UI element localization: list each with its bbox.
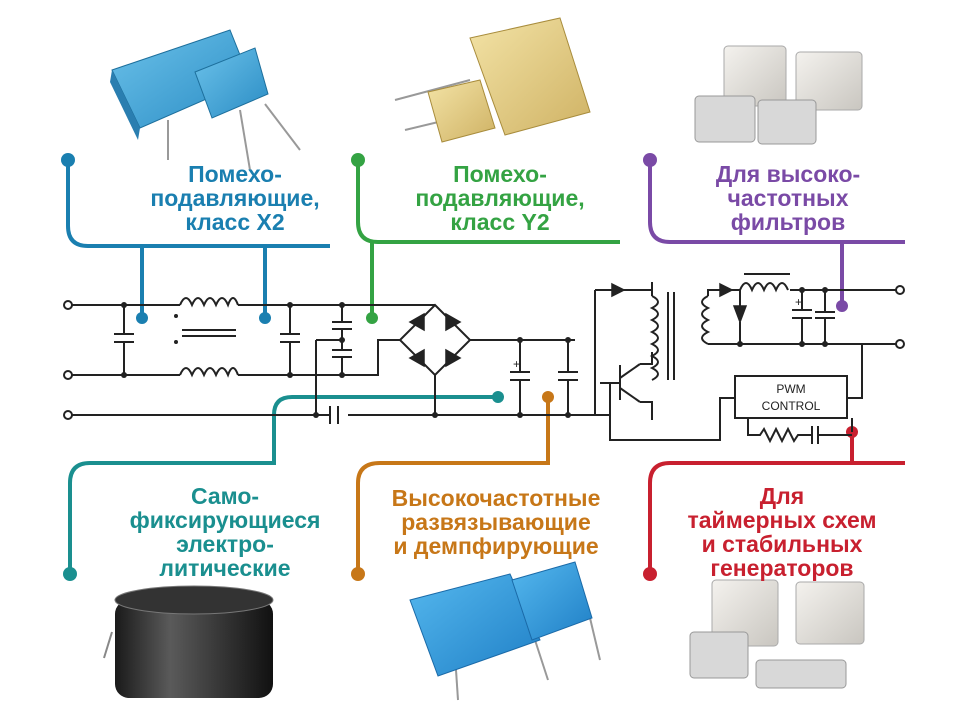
film-capacitor-decoupling-icon <box>409 561 601 701</box>
diodes <box>408 282 748 368</box>
ceramic-capacitor-timer-icon <box>689 579 865 689</box>
label-hf-filters: Для высоко- частотных фильтров <box>688 162 888 234</box>
timers-leader <box>648 432 905 574</box>
label-timers-line4: генераторов <box>710 555 854 581</box>
pwm-label-line1: PWM <box>776 382 805 396</box>
label-hf-filters-line1: Для высоко- <box>715 161 861 187</box>
label-electrolytic-line4: литические <box>159 555 291 581</box>
label-x2: Помехо- подавляющие, класс X2 <box>135 162 335 234</box>
label-decoupling-line3: и демпфирующие <box>393 533 599 559</box>
label-y2-line1: Помехо- <box>453 161 547 187</box>
label-decoupling-line2: развязывающие <box>401 509 591 535</box>
svg-text:+: + <box>795 295 802 309</box>
label-hf-filters-line3: фильтров <box>730 209 846 235</box>
label-x2-line3: класс X2 <box>185 209 285 235</box>
label-timers-line3: и стабильных <box>701 531 863 557</box>
label-electrolytic-line3: электро- <box>176 531 274 557</box>
electrolytic-leader <box>68 395 498 574</box>
label-electrolytic-line2: фиксирующиеся <box>129 507 321 533</box>
label-x2-line1: Помехо- <box>188 161 282 187</box>
label-decoupling-line1: Высокочастотные <box>391 485 601 511</box>
decoupling-leader <box>356 397 550 574</box>
label-timers: Для таймерных схем и стабильных генерато… <box>672 484 892 580</box>
electrolytic-capacitor-icon <box>103 585 274 698</box>
label-y2-line3: класс Y2 <box>450 209 550 235</box>
label-y2-line2: подавляющие, <box>415 185 585 211</box>
label-electrolytic: Само- фиксирующиеся электро- литические <box>120 484 330 580</box>
terminals <box>63 285 905 420</box>
label-y2: Помехо- подавляющие, класс Y2 <box>395 162 605 234</box>
schematic-wiring <box>68 273 900 444</box>
label-electrolytic-line1: Само- <box>190 483 260 509</box>
label-hf-filters-line2: частотных <box>727 185 849 211</box>
label-x2-line2: подавляющие, <box>150 185 320 211</box>
label-timers-line1: Для <box>759 483 805 509</box>
ceramic-capacitor-icon <box>694 45 863 145</box>
junctions <box>121 287 828 418</box>
hf-filters-leader <box>648 160 905 306</box>
svg-text:+: + <box>513 357 520 371</box>
pwm-label-line2: CONTROL <box>762 399 821 413</box>
label-decoupling: Высокочастотные развязывающие и демпфиру… <box>376 486 616 558</box>
film-capacitor-y2-icon <box>394 17 591 143</box>
label-timers-line2: таймерных схем <box>687 507 877 533</box>
film-capacitor-x2-icon <box>110 29 301 171</box>
